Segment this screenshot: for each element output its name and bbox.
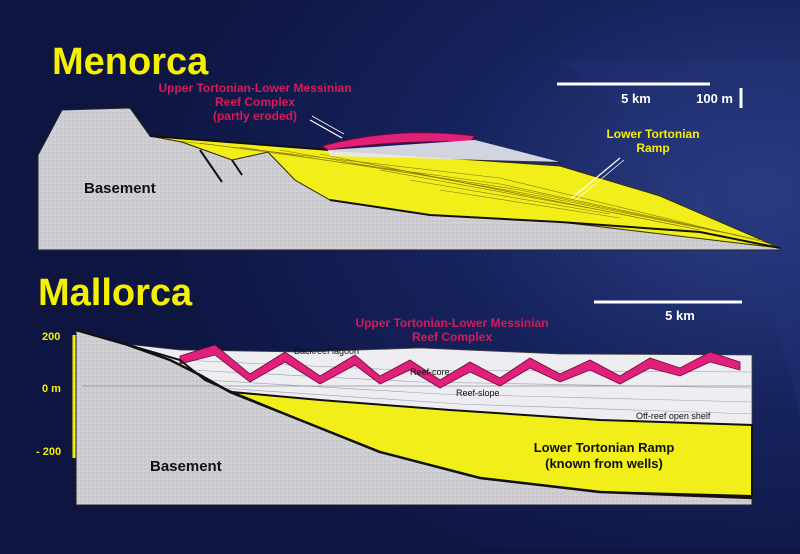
mallorca-offreef-label: Off-reef open shelf <box>636 411 711 421</box>
menorca-reef-leader-2 <box>311 115 345 135</box>
mallorca-ramp-label-line1: Lower Tortonian Ramp <box>534 440 675 455</box>
menorca-scale-label-km: 5 km <box>621 91 651 106</box>
mallorca-reef-label-line2: Reef Complex <box>412 330 492 344</box>
mallorca-title: Mallorca <box>38 272 193 314</box>
menorca-ramp-layering <box>169 139 781 247</box>
mallorca-axis-tick-minus200: - 200 <box>36 446 61 458</box>
mallorca-axis-tick-200: 200 <box>42 331 60 343</box>
mallorca-scale-label-km: 5 km <box>665 308 695 323</box>
menorca-ramp-label-line1: Lower Tortonian <box>606 127 699 141</box>
menorca-reef-label-line2: Reef Complex <box>215 95 295 109</box>
menorca-reef-complex <box>320 132 476 151</box>
mallorca-ramp-label-line2: (known from wells) <box>545 456 663 471</box>
menorca-reef-leader <box>309 119 343 139</box>
mallorca-axis-tick-0: 0 m <box>42 383 61 395</box>
menorca-basement-label: Basement <box>84 180 156 197</box>
menorca-ramp-label-line2: Ramp <box>636 141 669 155</box>
menorca-reef-label-line1: Upper Tortonian-Lower Messinian <box>158 81 351 95</box>
background-sweep <box>560 60 800 420</box>
mallorca-basement-label: Basement <box>150 458 222 475</box>
mallorca-reefcore-label: Reef-core <box>410 367 450 377</box>
menorca-ramp-leader <box>571 157 621 199</box>
menorca-scale-label-m: 100 m <box>696 91 733 106</box>
menorca-fault-1 <box>199 149 223 183</box>
mallorca-reefslope-label: Reef-slope <box>456 388 500 398</box>
mallorca-backreef-label: Backreef lagoon <box>294 346 359 356</box>
menorca-title: Menorca <box>52 41 209 83</box>
mallorca-reef-complex <box>179 344 741 389</box>
menorca-fault-2 <box>231 159 243 176</box>
menorca-reef-label-line3: (partly eroded) <box>213 109 297 123</box>
mallorca-reef-label-line1: Upper Tortonian-Lower Messinian <box>355 316 548 330</box>
menorca-ramp-leader-2 <box>575 159 625 201</box>
mallorca-basement-surface <box>75 328 753 500</box>
menorca-base-surface <box>329 199 781 249</box>
menorca-reef-underlay <box>328 140 560 162</box>
mallorca-onlap-line <box>124 343 233 393</box>
